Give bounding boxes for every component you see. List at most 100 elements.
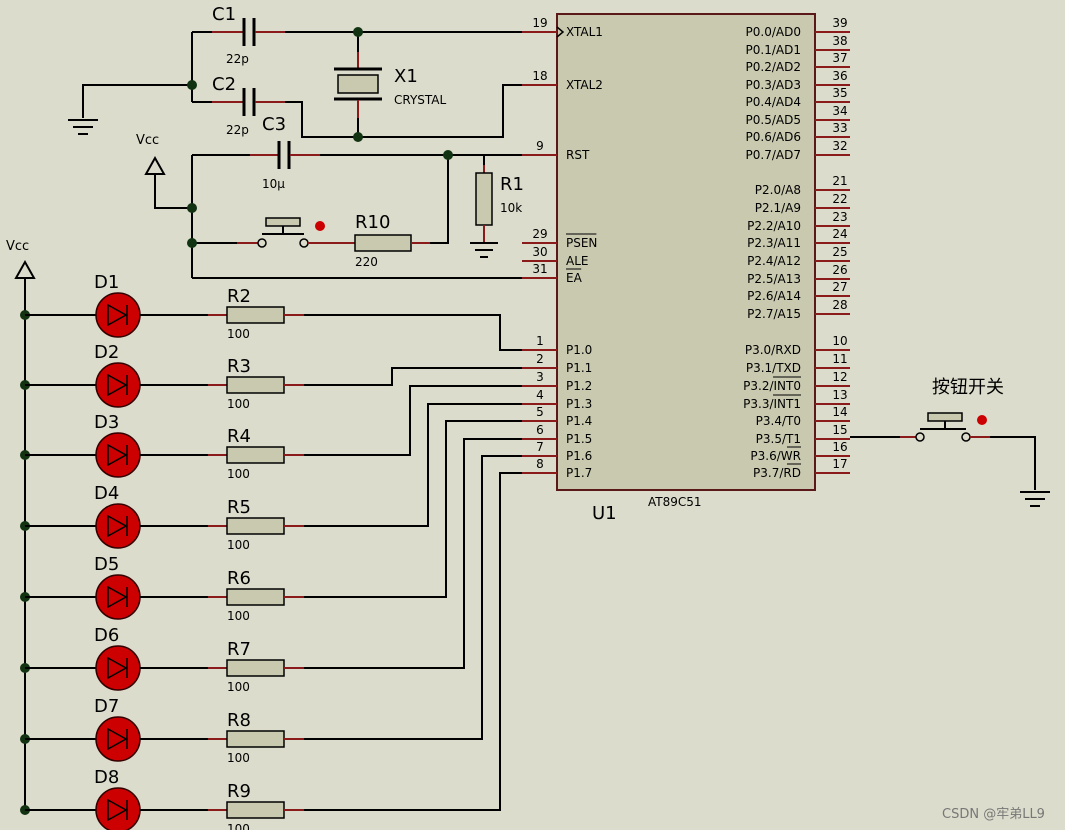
pin-number: 10 xyxy=(832,334,847,348)
led-body xyxy=(95,716,141,762)
c1-ref: C1 xyxy=(212,4,236,25)
pin-number: 36 xyxy=(832,69,847,83)
pin-name: P2.1/A9 xyxy=(755,201,801,215)
diode-icon xyxy=(107,656,128,680)
resistor-ref: R3 xyxy=(227,356,251,377)
resistor-value: 100 xyxy=(227,609,250,623)
diode-icon xyxy=(107,585,128,609)
pin-name: P2.4/A12 xyxy=(747,254,801,268)
mcu-right-pins: 39P0.0/AD038P0.1/AD137P0.2/AD236P0.3/AD3… xyxy=(743,16,850,480)
led-ref: D7 xyxy=(94,696,119,717)
pin-name: P0.4/AD4 xyxy=(746,95,801,109)
pin-name: P3.6/WR xyxy=(750,449,801,463)
led-body xyxy=(95,432,141,478)
pin-number: 4 xyxy=(536,388,544,402)
port1-wire xyxy=(304,420,522,598)
pin-name: P0.6/AD6 xyxy=(746,130,801,144)
diode-icon xyxy=(107,303,128,327)
clock-marker xyxy=(556,26,565,38)
pin-name: PSEN xyxy=(566,236,597,250)
led-ref: D6 xyxy=(94,625,119,646)
port1-wire xyxy=(304,455,522,740)
r1-ref: R1 xyxy=(500,174,524,195)
pin-number: 15 xyxy=(832,423,847,437)
diode-icon xyxy=(107,373,128,397)
led-body xyxy=(95,574,141,620)
pin-number: 6 xyxy=(536,423,544,437)
pin-number: 16 xyxy=(832,440,847,454)
pin-number: 22 xyxy=(832,192,847,206)
vcc-top-label: Vcc xyxy=(136,133,159,148)
c1-value: 22p xyxy=(226,52,249,66)
pin-number: 30 xyxy=(532,245,547,259)
mcu-left-pins: 19XTAL118XTAL29RST29PSEN30ALE31EA1P1.02P… xyxy=(522,16,603,480)
port1-wire xyxy=(304,403,522,527)
pin-number: 33 xyxy=(832,121,847,135)
pin-name: ALE xyxy=(566,254,588,268)
resistor-ref: R7 xyxy=(227,639,251,660)
pin-name: EA xyxy=(566,271,583,285)
pin-number: 38 xyxy=(832,34,847,48)
pin-number: 8 xyxy=(536,457,544,471)
x1-value: CRYSTAL xyxy=(394,93,447,107)
pin-name: P2.7/A15 xyxy=(747,307,801,321)
resistor-ref: R4 xyxy=(227,426,251,447)
diode-icon xyxy=(107,727,128,751)
diode-icon xyxy=(107,798,128,822)
pin-number: 9 xyxy=(536,139,544,153)
port3-button-wiring xyxy=(850,412,1050,507)
led-body xyxy=(95,645,141,691)
port1-wire xyxy=(304,367,522,386)
pin-number: 23 xyxy=(832,210,847,224)
led-ref: D5 xyxy=(94,554,119,575)
pin-name: P2.2/A10 xyxy=(747,219,801,233)
port1-wire xyxy=(304,472,522,811)
resistor-value: 100 xyxy=(227,397,250,411)
pin-name: P1.0 xyxy=(566,343,592,357)
c2-ref: C2 xyxy=(212,74,236,95)
led-body xyxy=(95,503,141,549)
diode-icon xyxy=(107,514,128,538)
resistor-body xyxy=(226,659,285,677)
led-body xyxy=(95,787,141,830)
diode-icon xyxy=(107,443,128,467)
pin-name: RST xyxy=(566,148,590,162)
pin-number: 5 xyxy=(536,405,544,419)
pin-name: P2.3/A11 xyxy=(747,236,801,250)
pin-name: P3.1/TXD xyxy=(746,361,801,375)
resistor-value: 100 xyxy=(227,680,250,694)
led-ref: D1 xyxy=(94,272,119,293)
pin-number: 26 xyxy=(832,263,847,277)
resistor-ref: R9 xyxy=(227,781,251,802)
button-label: 按钮开关 xyxy=(932,377,1004,398)
pin-name: P1.6 xyxy=(566,449,592,463)
pin-name: P0.5/AD5 xyxy=(746,113,801,127)
pin-name: P1.7 xyxy=(566,466,592,480)
chip-part: AT89C51 xyxy=(648,495,702,509)
c3-value: 10μ xyxy=(262,177,285,191)
r1-value: 10k xyxy=(500,201,522,215)
pin-name: P2.6/A14 xyxy=(747,289,801,303)
pin-number: 37 xyxy=(832,51,847,65)
x1-ref: X1 xyxy=(394,66,418,87)
led-body xyxy=(95,292,141,338)
led-rows: D1R2100D2R3100D3R4100D4R5100D5R6100D6R71… xyxy=(20,272,522,830)
pin-number: 3 xyxy=(536,370,544,384)
resistor-value: 100 xyxy=(227,467,250,481)
pin-number: 24 xyxy=(832,227,847,241)
pin-name: P1.4 xyxy=(566,414,592,428)
reset-wiring xyxy=(144,141,522,279)
mcu-body xyxy=(556,13,816,491)
pin-name: P2.0/A8 xyxy=(755,183,801,197)
pin-number: 21 xyxy=(832,174,847,188)
resistor-body xyxy=(226,588,285,606)
pin-name: XTAL1 xyxy=(566,25,603,39)
pin-name: P1.1 xyxy=(566,361,592,375)
resistor-ref: R5 xyxy=(227,497,251,518)
pin-name: P3.0/RXD xyxy=(745,343,801,357)
